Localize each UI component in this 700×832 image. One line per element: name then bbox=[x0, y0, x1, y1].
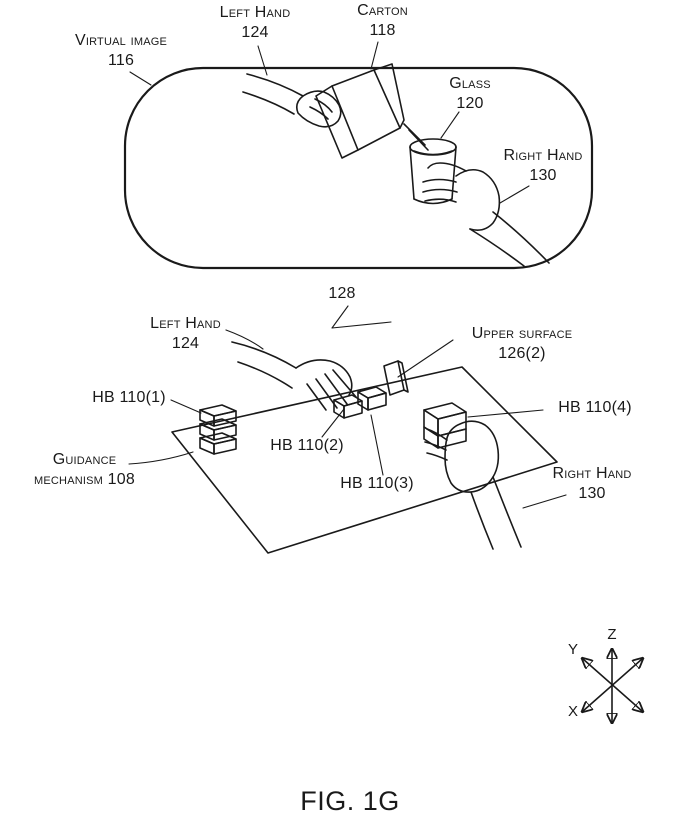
xyz-axes-icon bbox=[583, 650, 642, 722]
glass-ref-number: 120 bbox=[456, 95, 484, 113]
hb-110-1-label-text: HB 110(1) bbox=[92, 389, 166, 406]
bottom-right-hand-label: Right Hand 130 bbox=[533, 464, 651, 505]
bottom-right-hand-ref-number: 130 bbox=[578, 485, 606, 503]
top-right-hand-label-text: Right Hand bbox=[503, 147, 583, 164]
guidance-mechanism-label: Guidance mechanism 108 bbox=[12, 450, 157, 491]
virtual-image-label-text: Virtual image bbox=[74, 32, 168, 49]
hb-110-4-label-text: HB 110(4) bbox=[558, 399, 632, 416]
carton-ref-number: 118 bbox=[369, 22, 396, 40]
hb-110-4-drawing bbox=[423, 402, 467, 449]
physical-right-hand-drawing bbox=[424, 420, 522, 550]
axis-y-label: Y bbox=[567, 641, 578, 658]
leader-lines bbox=[128, 41, 567, 509]
hb-110-3-drawing bbox=[357, 386, 387, 411]
hb-110-2-label-text: HB 110(2) bbox=[270, 437, 344, 454]
glass-label: Glass 120 bbox=[437, 74, 503, 115]
hb-block-126-2-drawing bbox=[383, 360, 409, 396]
top-right-hand-ref-number: 130 bbox=[529, 167, 557, 185]
bottom-left-hand-label: Left Hand 124 bbox=[133, 314, 238, 355]
hb-110-4-label: HB 110(4) bbox=[543, 398, 647, 418]
top-right-hand-label: Right Hand 130 bbox=[489, 146, 597, 187]
virtual-image-boundary bbox=[123, 66, 594, 270]
virtual-image-ref-number: 116 bbox=[107, 52, 135, 70]
virtual-right-hand-drawing bbox=[422, 162, 550, 267]
bottom-left-hand-label-text: Left Hand bbox=[150, 315, 221, 332]
glass-label-text: Glass bbox=[449, 75, 491, 92]
ref-128-label: 128 bbox=[318, 284, 366, 304]
bottom-left-hand-ref-number: 124 bbox=[171, 335, 200, 353]
glass-drawing bbox=[409, 138, 457, 205]
ref-128-number: 128 bbox=[328, 285, 356, 302]
virtual-image-label: Virtual image 116 bbox=[52, 31, 190, 72]
axis-x-label: X bbox=[567, 703, 578, 720]
guidance-mechanism-label-line2: mechanism 108 bbox=[34, 471, 135, 489]
hb-110-2-label: HB 110(2) bbox=[258, 436, 356, 456]
bottom-right-hand-label-text: Right Hand bbox=[552, 465, 632, 482]
hb-110-3-label-text: HB 110(3) bbox=[340, 475, 414, 492]
guidance-surface-drawing bbox=[171, 366, 558, 554]
guidance-mechanism-label-line1: Guidance bbox=[52, 451, 117, 468]
hb-110-1-label: HB 110(1) bbox=[80, 388, 178, 408]
axis-z-label: Z bbox=[607, 626, 617, 643]
hb-110-2-drawing bbox=[333, 394, 363, 419]
top-left-hand-label: Left Hand 124 bbox=[205, 3, 305, 44]
upper-surface-label-text: Upper surface bbox=[471, 325, 573, 342]
figure-caption: FIG. 1G bbox=[300, 786, 400, 816]
carton-label-text: Carton bbox=[357, 2, 408, 19]
hb-110-3-label: HB 110(3) bbox=[328, 474, 426, 494]
carton-label: Carton 118 bbox=[340, 1, 425, 42]
carton-drawing bbox=[315, 63, 429, 159]
hb-110-1-stack-drawing bbox=[199, 404, 237, 455]
top-left-hand-label-text: Left Hand bbox=[219, 4, 291, 21]
upper-surface-ref-number: 126(2) bbox=[498, 345, 546, 363]
upper-surface-label: Upper surface 126(2) bbox=[450, 324, 594, 365]
top-left-hand-ref-number: 124 bbox=[241, 24, 269, 42]
